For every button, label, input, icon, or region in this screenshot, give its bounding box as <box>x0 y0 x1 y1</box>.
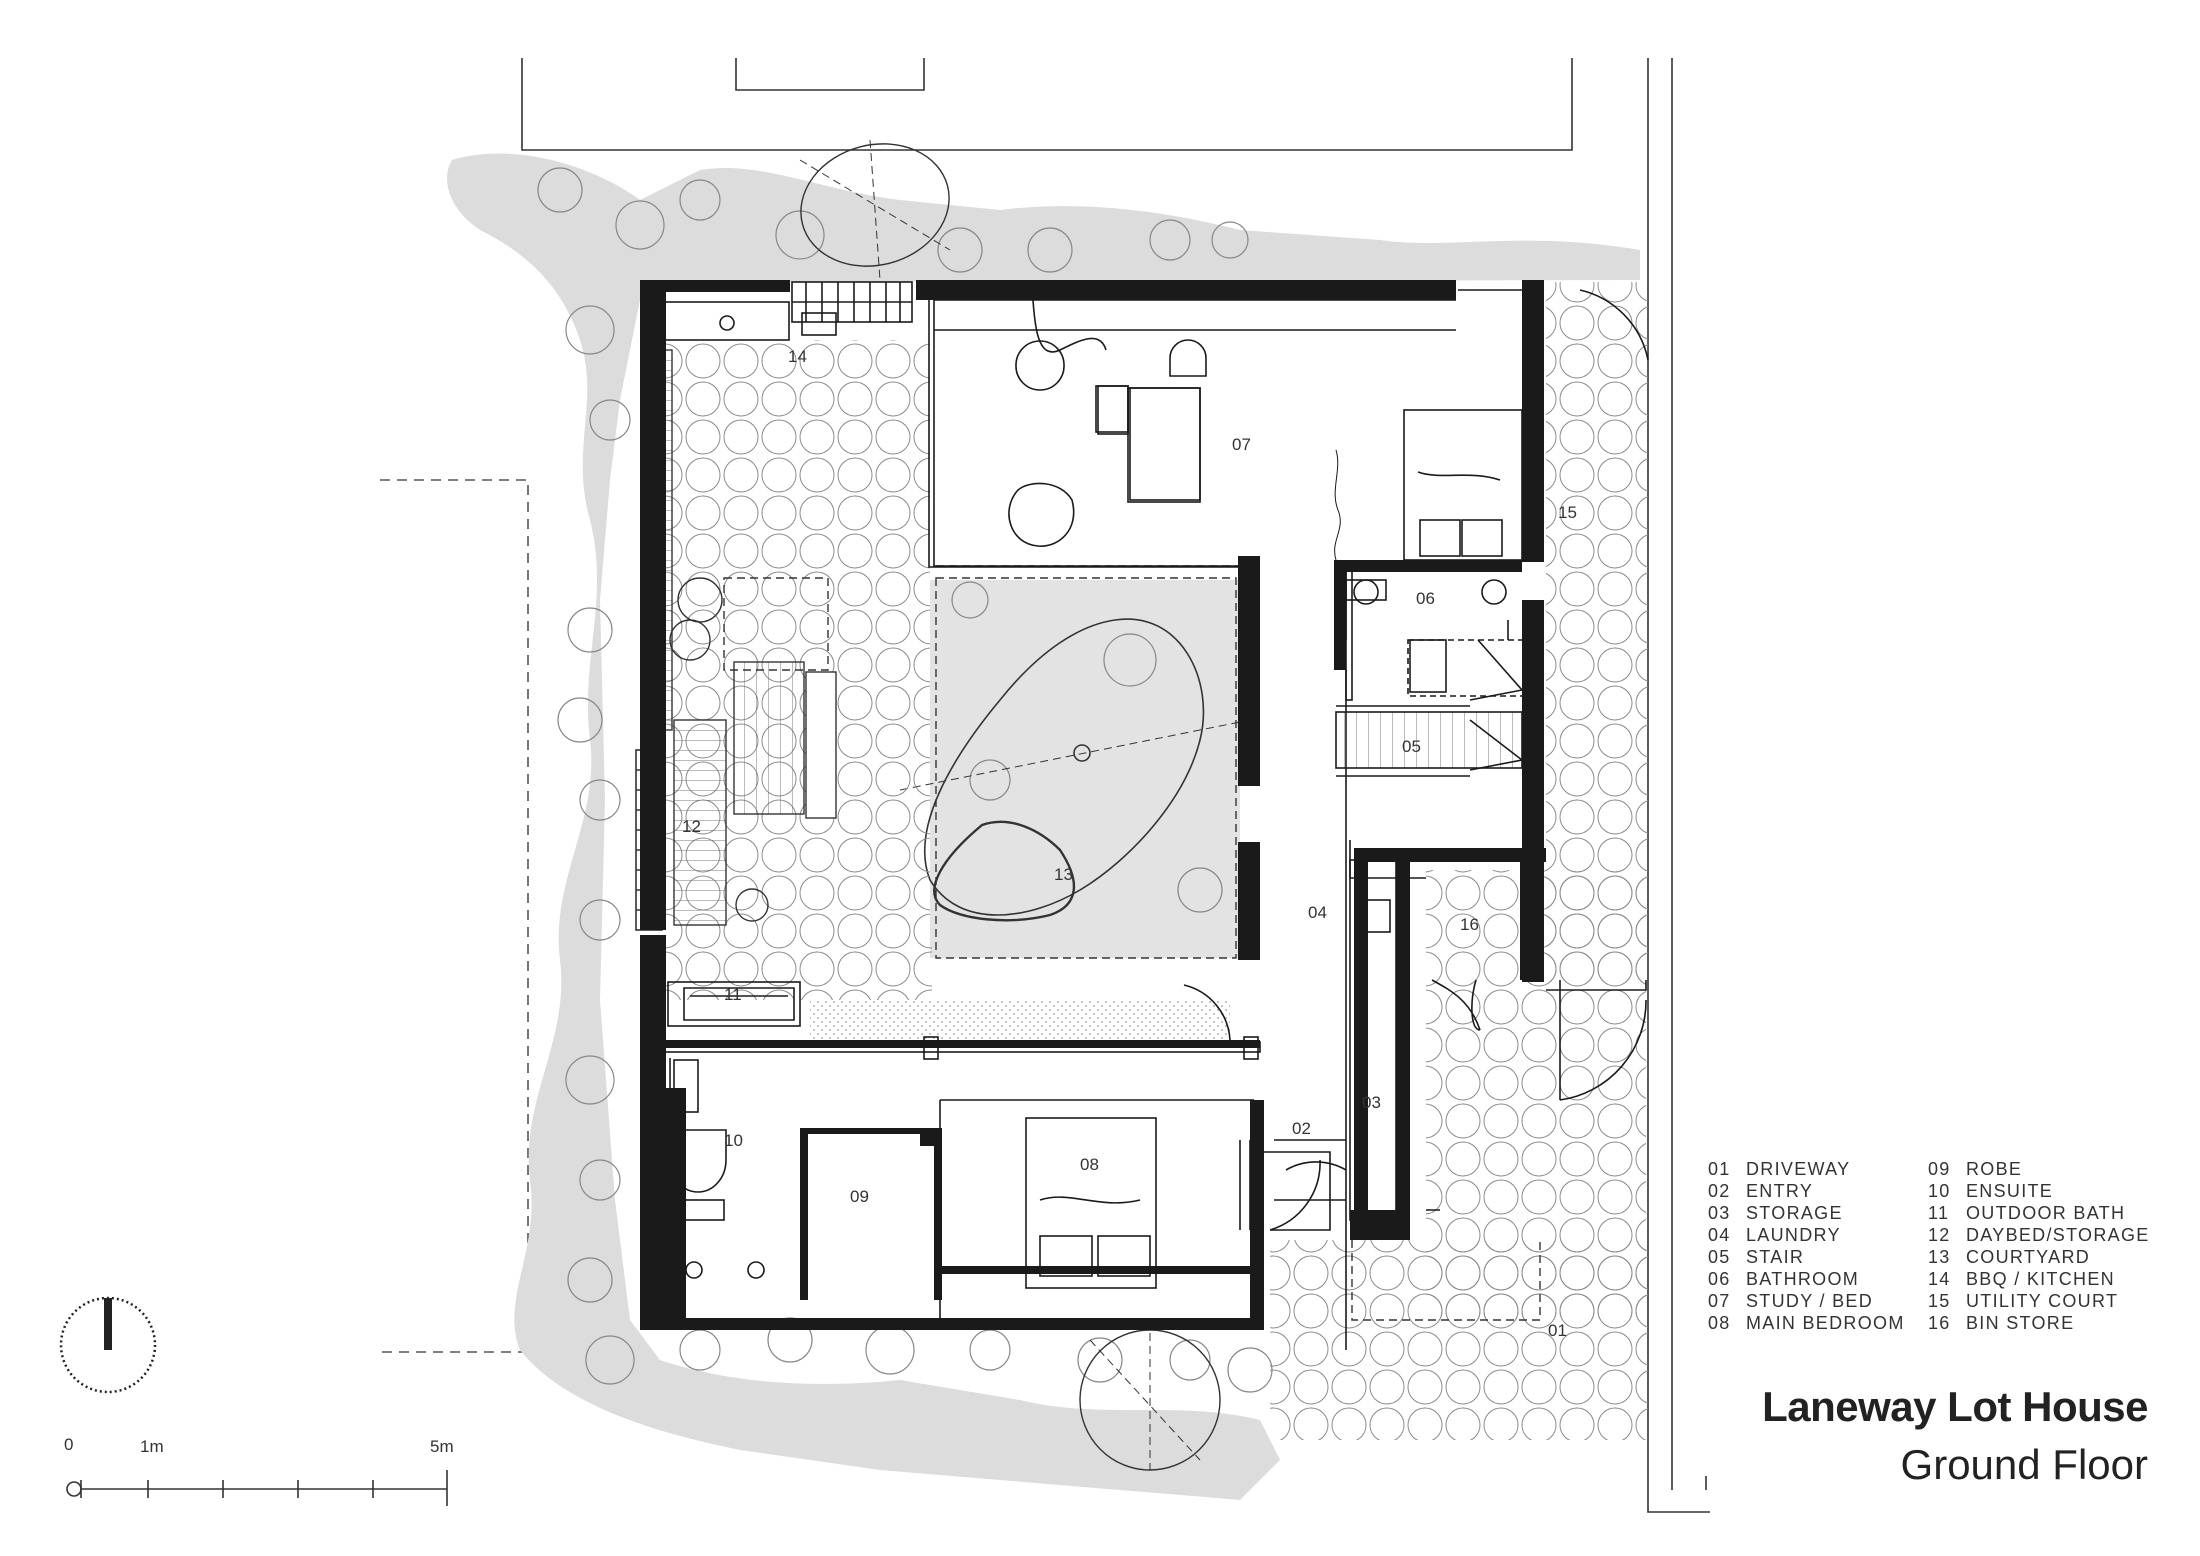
legend-item: 02 ENTRY <box>1708 1180 1928 1202</box>
legend-column-1: 01 DRIVEWAY 02 ENTRY 03 STORAGE 04 LAUNDRY 05 STA… <box>1708 1158 1928 1334</box>
drawing-title: Laneway Lot House <box>1762 1383 2148 1430</box>
legend-item-number: 08 <box>1708 1313 1731 1333</box>
courtyard-zone <box>935 577 1237 959</box>
legend-item-number: 06 <box>1708 1269 1731 1289</box>
drawing-subtitle: Ground Floor <box>1900 1441 2148 1488</box>
label-08: 08 <box>1080 1155 1099 1174</box>
legend-item: 03 STORAGE <box>1708 1202 1928 1224</box>
legend-item-name: UTILITY COURT <box>1966 1291 2119 1311</box>
legend-item-name: COURTYARD <box>1966 1247 2091 1267</box>
legend-item-name: STORAGE <box>1746 1203 1843 1223</box>
legend-item-number: 12 <box>1928 1225 1951 1245</box>
legend-item-name: ENTRY <box>1746 1181 1814 1201</box>
north-arrow <box>59 1296 157 1394</box>
legend-item-number: 16 <box>1928 1313 1951 1333</box>
legend-item-number: 05 <box>1708 1247 1731 1267</box>
label-09: 09 <box>850 1187 869 1206</box>
legend-item-number: 07 <box>1708 1291 1731 1311</box>
label-10: 10 <box>724 1131 743 1150</box>
legend-item-name: MAIN BEDROOM <box>1746 1313 1905 1333</box>
legend-item: 04 LAUNDRY <box>1708 1224 1928 1246</box>
legend-item-number: 09 <box>1928 1159 1951 1179</box>
legend-item: 09 ROBE <box>1928 1158 2148 1180</box>
legend-item-number: 11 <box>1928 1203 1950 1223</box>
legend-item-name: OUTDOOR BATH <box>1966 1203 2126 1223</box>
legend-item-name: BATHROOM <box>1746 1269 1860 1289</box>
legend-item: 11 OUTDOOR BATH <box>1928 1202 2148 1224</box>
scale-label-5m: 5m <box>430 1437 454 1456</box>
room-labels: 01 02 03 04 05 06 07 08 09 10 11 12 13 1… <box>682 347 1577 1340</box>
legend-item: 08 MAIN BEDROOM <box>1708 1312 1928 1334</box>
legend-item-number: 15 <box>1928 1291 1951 1311</box>
legend-item-number: 02 <box>1708 1181 1731 1201</box>
legend-item-number: 10 <box>1928 1181 1951 1201</box>
wall-details <box>652 281 1649 1350</box>
legend-item: 01 DRIVEWAY <box>1708 1158 1928 1180</box>
label-01: 01 <box>1548 1321 1567 1340</box>
legend-item: 07 STUDY / BED <box>1708 1290 1928 1312</box>
legend-item-name: STUDY / BED <box>1746 1291 1873 1311</box>
legend-item: 06 BATHROOM <box>1708 1268 1928 1290</box>
legend-item: 10 ENSUITE <box>1928 1180 2148 1202</box>
label-14: 14 <box>788 347 807 366</box>
legend-item-number: 13 <box>1928 1247 1951 1267</box>
label-16: 16 <box>1460 915 1479 934</box>
legend-item: 14 BBQ / KITCHEN <box>1928 1268 2148 1290</box>
legend-item: 16 BIN STORE <box>1928 1312 2148 1334</box>
legend-item-number: 04 <box>1708 1225 1731 1245</box>
label-02: 02 <box>1292 1119 1311 1138</box>
legend-item-name: LAUNDRY <box>1746 1225 1841 1245</box>
label-04: 04 <box>1308 903 1327 922</box>
legend-item-number: 03 <box>1708 1203 1731 1223</box>
legend-item-number: 01 <box>1708 1159 1731 1179</box>
legend-item: 13 COURTYARD <box>1928 1246 2148 1268</box>
title-block: Laneway Lot House Ground Floor <box>1762 1382 2148 1490</box>
legend-column-2: 09 ROBE 10 ENSUITE 11 OUTDOOR BATH 12 DAYBED/ST… <box>1928 1158 2148 1334</box>
legend-item-number: 14 <box>1928 1269 1951 1289</box>
label-03: 03 <box>1362 1093 1381 1112</box>
legend-item: 12 DAYBED/STORAGE <box>1928 1224 2148 1246</box>
legend-item-name: BIN STORE <box>1966 1313 2075 1333</box>
study-room-outline <box>933 300 1240 567</box>
label-15: 15 <box>1558 503 1577 522</box>
label-11: 11 <box>724 985 742 1004</box>
label-07: 07 <box>1232 435 1251 454</box>
walls <box>640 280 1546 1330</box>
label-06: 06 <box>1416 589 1435 608</box>
label-12: 12 <box>682 817 701 836</box>
driveway-zone <box>1351 1240 1541 1321</box>
label-05: 05 <box>1402 737 1421 756</box>
scale-label-0: 0 <box>64 1435 73 1454</box>
legend-item-name: ROBE <box>1966 1159 2023 1179</box>
garden-landscape <box>447 153 1640 1501</box>
neighbour-outline <box>380 479 529 1353</box>
legend-item-name: BBQ / KITCHEN <box>1966 1269 2115 1289</box>
legend-item-name: ENSUITE <box>1966 1181 2054 1201</box>
legend-item: 15 UTILITY COURT <box>1928 1290 2148 1312</box>
legend-item: 05 STAIR <box>1708 1246 1928 1268</box>
scale-label-1m: 1m <box>140 1437 164 1456</box>
legend-item-name: DAYBED/STORAGE <box>1966 1225 2150 1245</box>
legend-item-name: DRIVEWAY <box>1746 1159 1851 1179</box>
legend-item-name: STAIR <box>1746 1247 1805 1267</box>
scale-bar <box>66 1470 448 1506</box>
label-13: 13 <box>1054 865 1073 884</box>
